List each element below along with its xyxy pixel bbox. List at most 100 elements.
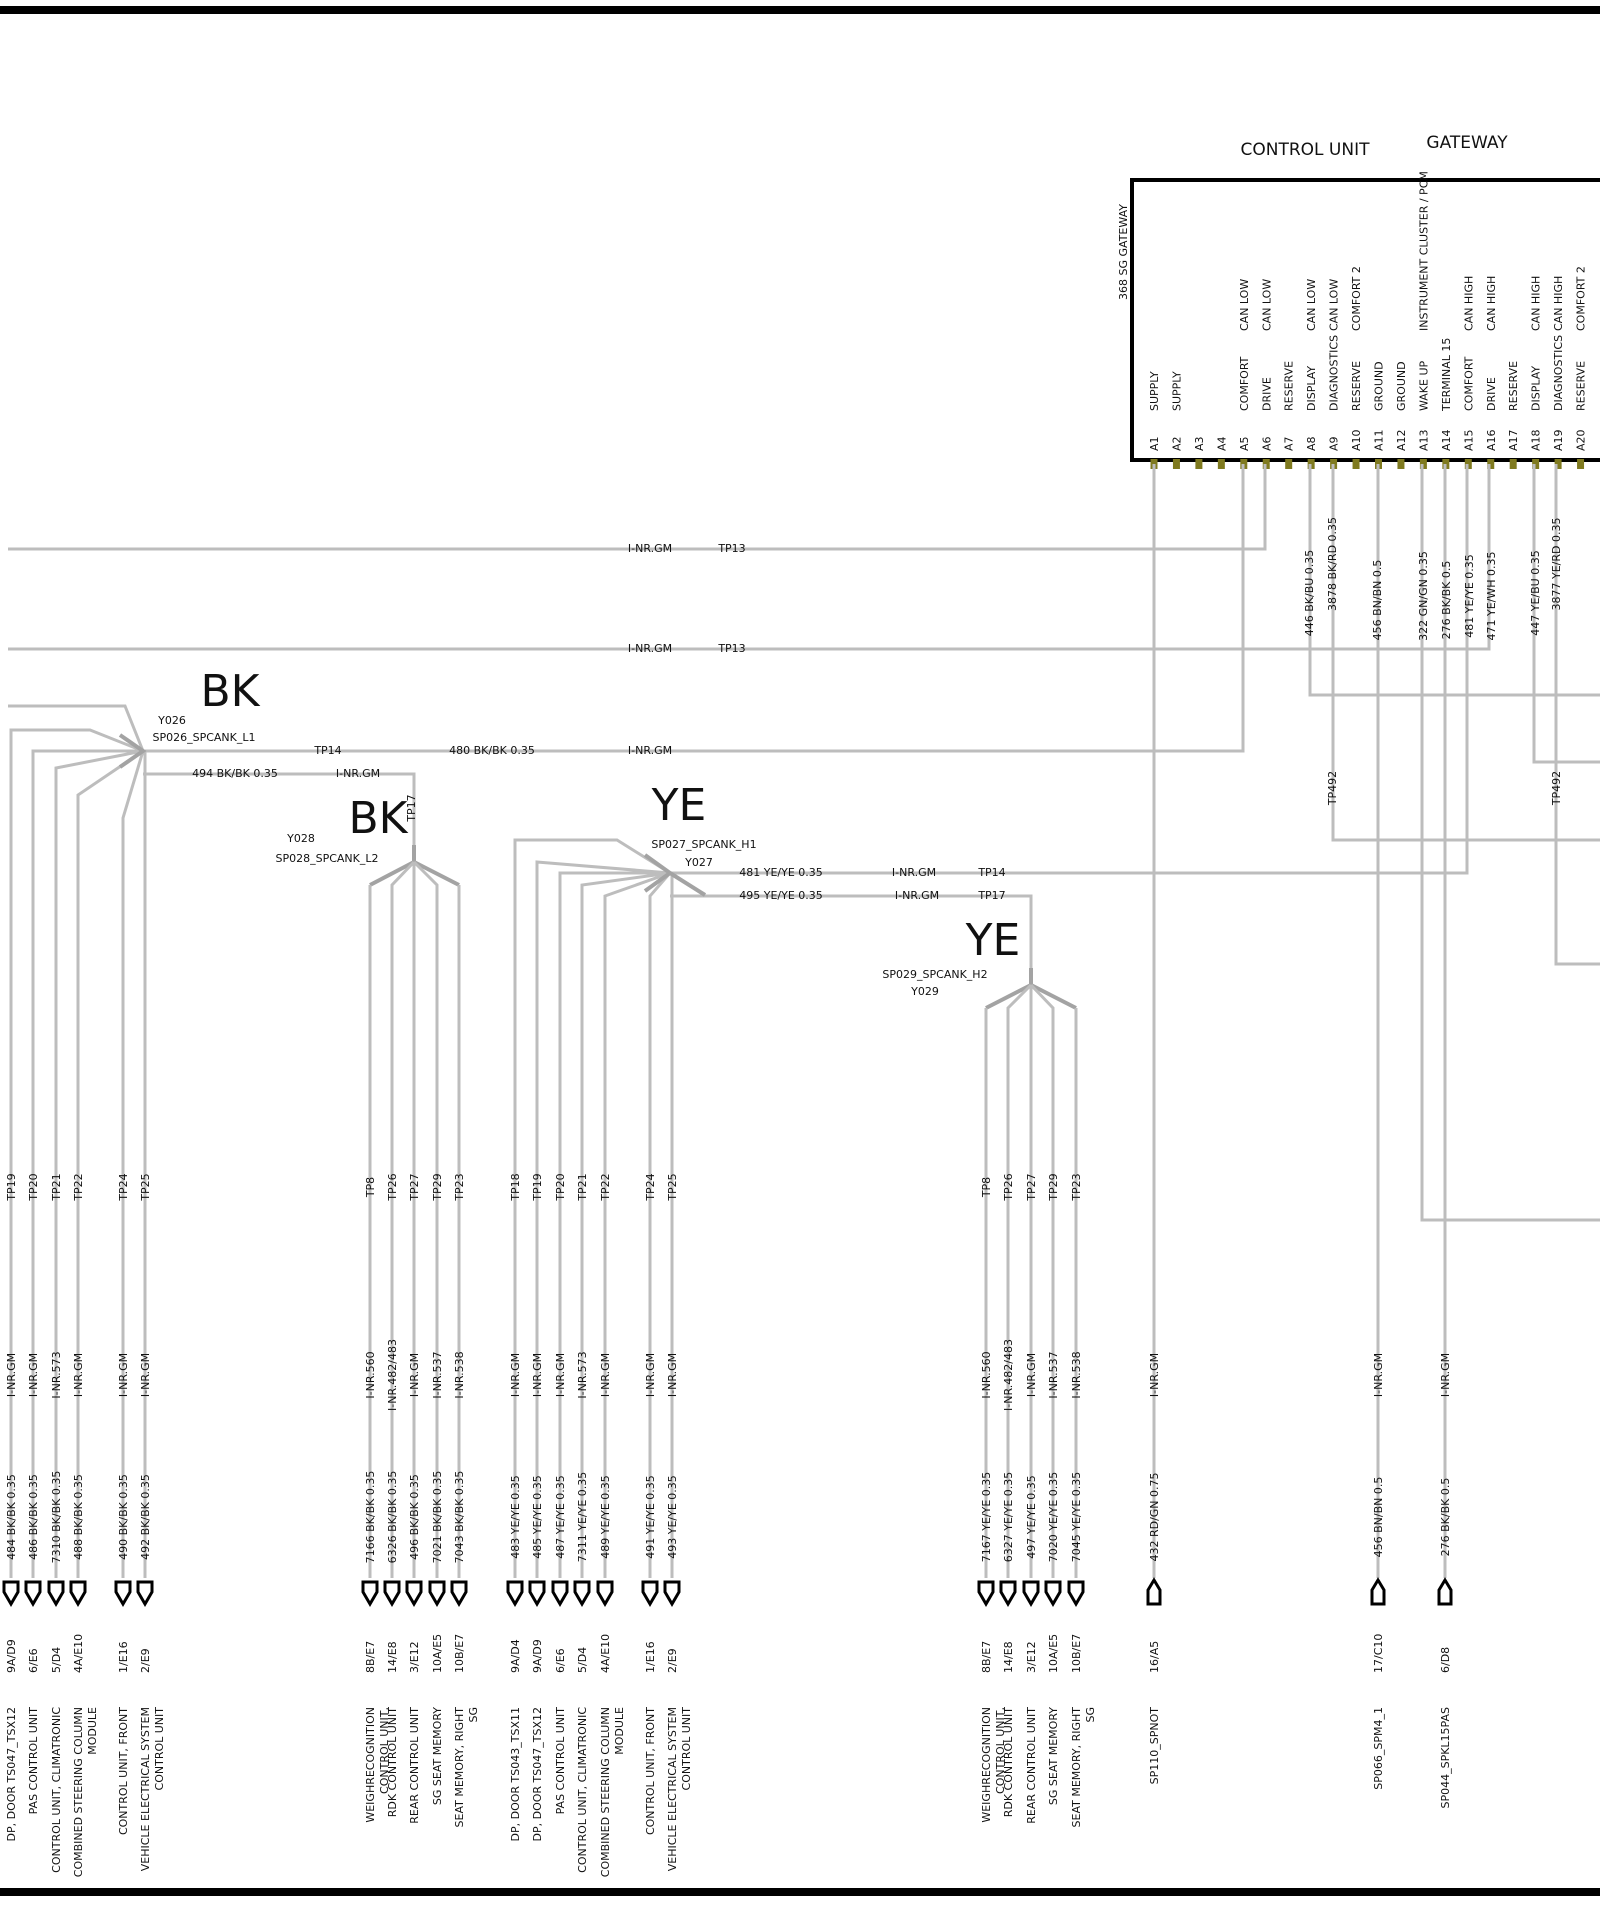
wire-481-ye [670,464,1469,875]
connector-pin-icon [1437,1577,1453,1606]
pin-function-A2: SUPPLY [1170,371,1183,411]
wire-spec-label: 486 BK/BK 0.35 [27,1474,40,1560]
device-description: RDK CONTROL UNIT [386,1707,399,1818]
connector-pin-label: 10A/E5 [1047,1634,1060,1673]
pin-bus-A18: CAN HIGH [1530,276,1543,331]
test-point-label: TP19 [5,1173,18,1201]
inr-label: I-NR.GM [27,1353,40,1397]
pin-code-A17: A17 [1507,429,1520,451]
connector-pin-icon [1022,1580,1040,1607]
device-description-2: CONTROL UNIT [153,1707,166,1791]
hub-y027-bar [668,871,707,897]
pin-code-A4: A4 [1215,436,1228,451]
vertical-wire-label: 322 GN/GN 0.35 [1417,551,1430,641]
wire-label: I-NR.GM [628,744,672,757]
pin-bus-A15: CAN HIGH [1462,276,1475,331]
pin-code-A9: A9 [1328,436,1341,451]
device-description: SP110_SPNOT [1148,1707,1161,1785]
device-description: COMBINED STEERING COLUMN [599,1707,612,1877]
wire-spec-label: 7166 BK/BK 0.35 [364,1471,377,1564]
pin-terminal [1509,459,1517,469]
wire-spec-label: 485 YE/YE 0.35 [531,1475,544,1559]
test-point-label: TP18 [509,1173,522,1201]
pin-code-A8: A8 [1305,436,1318,451]
wire-y027-1 [513,838,671,1578]
connector-pin-icon [2,1580,20,1607]
wire-spec-label: 6326 BK/BK 0.35 [386,1471,399,1564]
connector-pin-label: 2/E9 [666,1648,679,1673]
connector-pin-icon [1044,1580,1062,1607]
test-point-label: TP8 [364,1177,377,1198]
pin-function-A8: DISPLAY [1305,366,1318,411]
wire-spec-label: 483 YE/YE 0.35 [509,1475,522,1559]
wire-a13 [1420,464,1600,1222]
vertical-wire-label: 446 BK/BU 0.35 [1303,550,1316,637]
test-point-label: TP20 [27,1173,40,1201]
pin-code-A19: A19 [1552,429,1565,451]
wire-label: SP029_SPCANK_H2 [882,968,987,981]
wire-a18 [1532,464,1600,764]
test-point-label: TP19 [531,1173,544,1201]
wire-y028-4 [412,860,439,1578]
connector-pin-icon [551,1580,569,1607]
pin-bus-A8: CAN LOW [1305,279,1318,331]
wire-label: I-NR.GM [895,889,939,902]
connector-pin-icon [596,1580,614,1607]
pin-function-A18: DISPLAY [1530,366,1543,411]
wire-label: Y027 [684,856,713,869]
wire-fan-5 [76,749,144,1578]
pin-function-A19: DIAGNOSTICS [1552,335,1565,411]
wire-label: TP17 [977,889,1005,902]
test-point-label: TP24 [117,1173,130,1201]
connector-pin-icon [405,1580,423,1607]
gateway-control-unit: CONTROL UNIT GATEWAY 368 SG GATEWAY A1SU… [1117,133,1600,469]
wire-spec-label: 493 YE/YE 0.35 [666,1475,679,1559]
wire-fan-2 [9,728,144,1578]
device-description: REAR CONTROL UNIT [408,1707,421,1824]
test-point-label: TP21 [50,1173,63,1201]
connector-pin-label: 9A/D4 [509,1639,522,1673]
device-description-2: SG [1084,1707,1097,1723]
connector-pin-label: 1/E16 [644,1641,657,1673]
test-point-label: TP29 [431,1173,444,1201]
connector-pin-icon [999,1580,1017,1607]
test-point-label: TP21 [576,1173,589,1201]
device-description: SG SEAT MEMORY [431,1707,444,1805]
device-description: SP044_SPKL15PAS [1439,1707,1452,1809]
test-point-label: TP23 [1070,1173,1083,1201]
connector-pin-icon [114,1580,132,1607]
wire-label: TP14 [977,866,1005,879]
connector-pin-icon [47,1580,65,1607]
splice-color-label: BK [200,666,260,717]
pin-code-A13: A13 [1417,429,1430,451]
device-description: RDK CONTROL UNIT [1002,1707,1015,1818]
inr-label: I-NR.GM [1148,1353,1161,1397]
device-description-2: CONTROL UNIT, [994,1707,1007,1794]
wire-spec-label: 6327 YE/YE 0.35 [1002,1472,1015,1563]
pin-terminal [1577,459,1585,469]
wire-fan-3 [31,749,143,1578]
pin-terminal [1195,459,1203,469]
wire-label: I-NR.GM [336,767,380,780]
inr-label: I-NR.560 [980,1351,993,1398]
inr-label: I-NR.GM [531,1353,544,1397]
device-description: SP066_SPM4_1 [1372,1707,1385,1790]
device-description: CONTROL UNIT, FRONT [117,1707,130,1835]
test-point-label: TP27 [1025,1173,1038,1201]
connector-pin-label: 2/E9 [139,1648,152,1673]
wire-494-bk [143,772,416,845]
inr-label: I-NR.GM [1025,1353,1038,1397]
test-point-label: TP26 [386,1173,399,1201]
connector-pin-label: 1/E16 [117,1641,130,1673]
pin-function-A16: DRIVE [1485,377,1498,411]
wire-495-ye [670,894,1033,968]
